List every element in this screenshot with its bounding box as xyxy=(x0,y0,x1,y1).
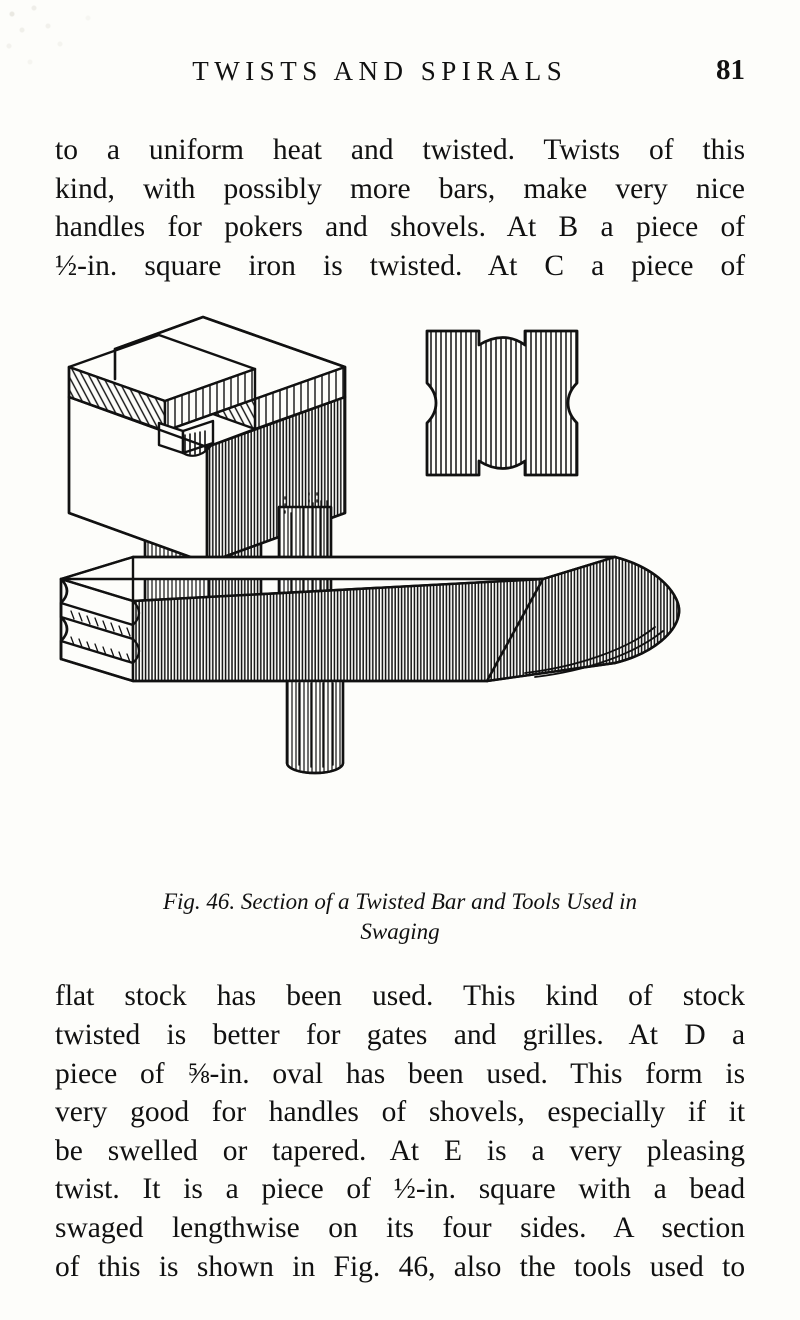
text-line: handles for pokers and shovels. At B a p… xyxy=(55,211,746,244)
text-line: twisted is better for gates and grilles.… xyxy=(55,1018,746,1051)
paragraph-bottom: flat stock has been used. This kind of s… xyxy=(55,977,745,1286)
bottom-swage-tool xyxy=(59,492,681,775)
text-line: be swelled or tapered. At E is a very pl… xyxy=(55,1134,746,1167)
paragraph-top: to a uniform heat and twisted. Twists of… xyxy=(55,131,745,285)
figure-46: Fig. 46. Section of a Twisted Bar and To… xyxy=(55,301,745,947)
running-head: TWISTS AND SPIRALS 81 xyxy=(55,54,745,118)
caption-line: Swaging xyxy=(360,919,440,945)
caption-line: Fig. 46. Section of a Twisted Bar and To… xyxy=(162,889,638,915)
text-line: twist. It is a piece of ½-in. square wit… xyxy=(55,1173,746,1206)
text-line: swaged lengthwise on its four sides. A s… xyxy=(55,1211,745,1244)
text-line: kind, with possibly more bars, make very… xyxy=(55,172,746,205)
swaging-tools-illustration xyxy=(59,316,681,775)
bottom-tool-lower-shank xyxy=(285,680,345,775)
figure-caption: Fig. 46. Section of a Twisted Bar and To… xyxy=(55,887,745,947)
twisted-bar-cross-section xyxy=(425,329,579,477)
page-title: TWISTS AND SPIRALS xyxy=(192,56,568,86)
page-number: 81 xyxy=(716,54,745,86)
text-line: ½-in. square iron is twisted. At C a pie… xyxy=(55,249,746,282)
page-content: TWISTS AND SPIRALS 81 to a uniform heat … xyxy=(55,0,745,1286)
text-line: flat stock has been used. This kind of s… xyxy=(55,980,746,1013)
text-line: piece of ⅝-in. oval has been used. This … xyxy=(55,1057,746,1090)
text-line: to a uniform heat and twisted. Twists of… xyxy=(55,134,746,166)
figure-spacer xyxy=(55,947,745,977)
text-line: of this is shown in Fig. 46, also the to… xyxy=(55,1250,746,1283)
text-line: very good for handles of shovels, especi… xyxy=(55,1096,746,1129)
